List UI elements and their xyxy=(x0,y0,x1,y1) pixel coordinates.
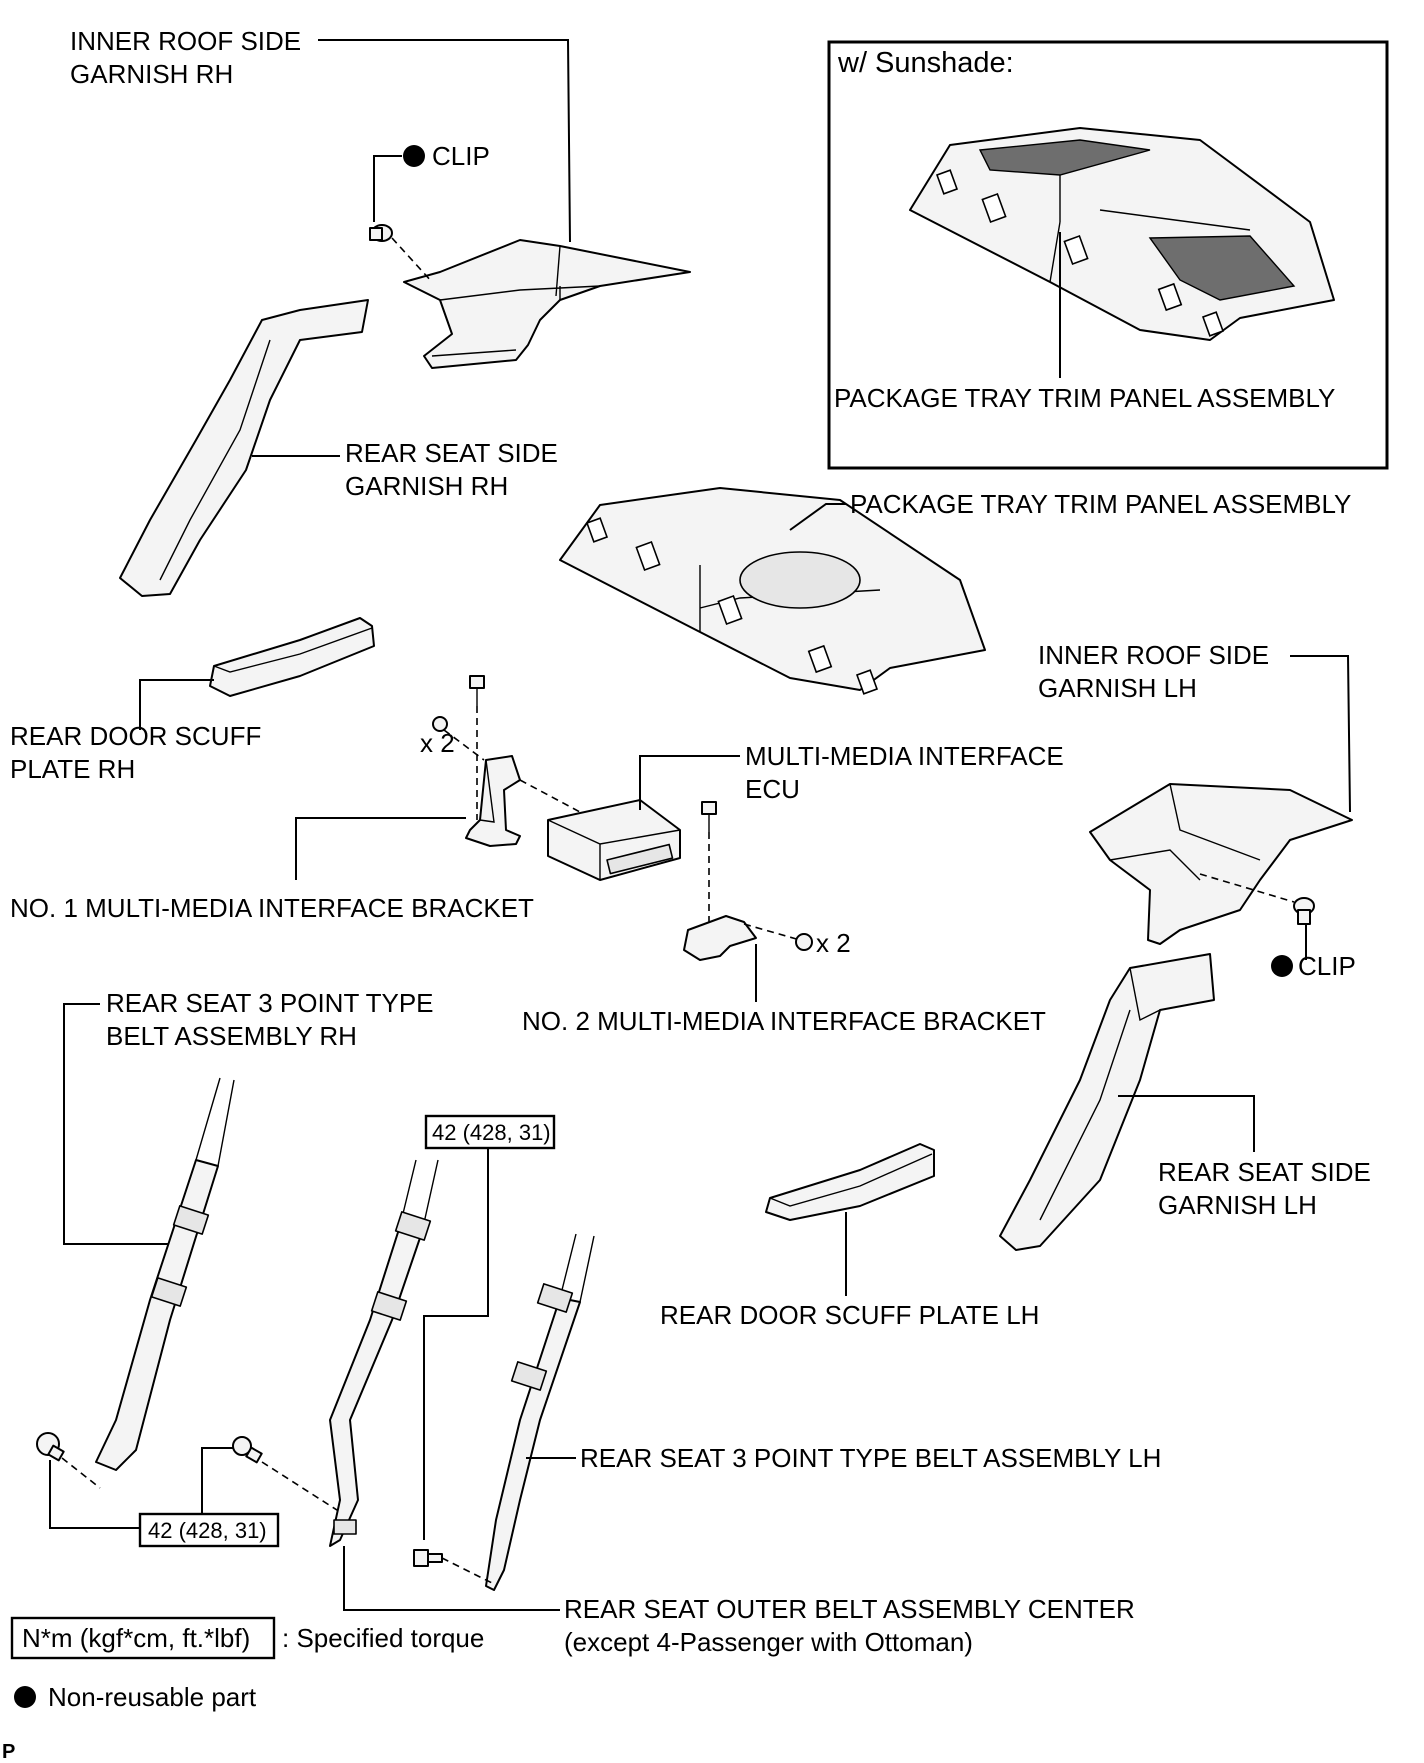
leader-scuff-rh xyxy=(139,679,214,730)
legend-torque-box xyxy=(10,1616,276,1660)
non-reusable-dot-icon xyxy=(1271,955,1293,977)
label-clip-right: CLIP xyxy=(1298,951,1356,981)
dash-bracket1-small xyxy=(443,729,485,761)
label-inner-roof-rh-2: GARNISH RH xyxy=(70,59,233,89)
label-outer-belt-1: REAR SEAT OUTER BELT ASSEMBLY CENTER xyxy=(564,1594,1135,1624)
label-ecu-2: ECU xyxy=(745,774,800,804)
torque-box-center xyxy=(424,1114,556,1150)
inner-roof-side-garnish-lh xyxy=(1089,783,1353,945)
dash-belt-rh xyxy=(61,1457,101,1489)
rear-seat-side-garnish-rh xyxy=(119,299,369,597)
no1-multimedia-bracket xyxy=(465,755,521,847)
label-bracket2: NO. 2 MULTI-MEDIA INTERFACE BRACKET xyxy=(522,1006,1046,1036)
dash-clip-top xyxy=(391,237,433,283)
leader-inner-roof-lh xyxy=(1290,655,1351,813)
label-belt-rh-2: BELT ASSEMBLY RH xyxy=(106,1021,357,1051)
leader-torque-left-up xyxy=(201,1447,236,1514)
sunshade-inset-frame xyxy=(827,40,1389,470)
label-rear-seat-side-lh-1: REAR SEAT SIDE xyxy=(1158,1157,1371,1187)
inner-roof-side-garnish-rh xyxy=(403,239,691,369)
leader-clip-top xyxy=(373,155,402,222)
bolt-icon xyxy=(36,1432,65,1462)
package-tray-main xyxy=(559,487,986,695)
leader-ecu xyxy=(639,755,740,810)
bolt-icon xyxy=(413,1549,443,1567)
label-rear-seat-side-rh-1: REAR SEAT SIDE xyxy=(345,438,558,468)
leader-bracket1 xyxy=(295,817,466,880)
label-x2-right: x 2 xyxy=(816,928,851,958)
non-reusable-dot-icon xyxy=(14,1686,36,1708)
torque-box-left xyxy=(138,1512,280,1548)
leader-inner-roof-rh xyxy=(318,39,571,243)
label-ecu-1: MULTI-MEDIA INTERFACE xyxy=(745,741,1064,771)
label-clip-top: CLIP xyxy=(432,141,490,171)
leader-outer-belt xyxy=(343,1546,560,1611)
label-scuff-rh-2: PLATE RH xyxy=(10,754,135,784)
rear-seat-side-garnish-lh xyxy=(999,953,1215,1251)
dash-bracket2-nut xyxy=(743,923,801,941)
bolt-icon xyxy=(701,801,717,832)
belt-assembly-center xyxy=(329,1159,439,1547)
label-inner-roof-lh-2: GARNISH LH xyxy=(1038,673,1197,703)
dash-outer-belt xyxy=(441,1557,495,1585)
label-inner-roof-lh-1: INNER ROOF SIDE xyxy=(1038,640,1269,670)
label-inner-roof-rh-1: INNER ROOF SIDE xyxy=(70,26,301,56)
legend-nonreusable: Non-reusable part xyxy=(48,1682,257,1712)
package-tray-inset xyxy=(909,127,1335,341)
belt-assembly-rh xyxy=(95,1077,235,1471)
label-tray-main: PACKAGE TRAY TRIM PANEL ASSEMBLY xyxy=(850,489,1351,519)
label-scuff-rh-1: REAR DOOR SCUFF xyxy=(10,721,261,751)
leader-belt-rh xyxy=(63,1003,172,1245)
label-belt-rh-1: REAR SEAT 3 POINT TYPE xyxy=(106,988,434,1018)
non-reusable-dot-icon xyxy=(403,145,425,167)
label-tray-inset: PACKAGE TRAY TRIM PANEL ASSEMBLY xyxy=(834,383,1335,413)
multimedia-interface-ecu xyxy=(547,799,681,881)
label-rear-seat-side-rh-2: GARNISH RH xyxy=(345,471,508,501)
bolt-icon xyxy=(432,716,448,732)
clip-icon xyxy=(1293,897,1315,925)
label-rear-seat-side-lh-2: GARNISH LH xyxy=(1158,1190,1317,1220)
label-belt-lh: REAR SEAT 3 POINT TYPE BELT ASSEMBLY LH xyxy=(580,1443,1161,1473)
leader-rear-seat-side-lh xyxy=(1118,1095,1255,1152)
leader-torque-left-bolt xyxy=(49,1460,140,1529)
clip-icon xyxy=(369,224,393,242)
corner-code: P xyxy=(2,1741,15,1763)
legend-unit: N*m (kgf*cm, ft.*lbf) xyxy=(22,1623,250,1653)
label-sunshade: w/ Sunshade: xyxy=(837,47,1014,79)
label-outer-belt-2: (except 4-Passenger with Ottoman) xyxy=(564,1627,973,1657)
leader-tray-main xyxy=(789,503,846,531)
dash-belt-center-bolt xyxy=(261,1461,341,1513)
belt-assembly-lh xyxy=(485,1233,595,1591)
label-scuff-lh: REAR DOOR SCUFF PLATE LH xyxy=(660,1300,1039,1330)
label-x2-left: x 2 xyxy=(420,728,455,758)
torque-left: 42 (428, 31) xyxy=(148,1518,267,1543)
label-bracket1: NO. 1 MULTI-MEDIA INTERFACE BRACKET xyxy=(10,893,534,923)
dash-clip-right xyxy=(1199,873,1295,903)
bolt-icon xyxy=(232,1436,263,1464)
bolt-icon xyxy=(795,933,813,951)
rear-door-scuff-plate-lh xyxy=(765,1143,935,1221)
no2-multimedia-bracket xyxy=(683,915,757,961)
legend-torque: : Specified torque xyxy=(282,1623,484,1653)
leader-torque-center xyxy=(423,1148,489,1540)
bolt-icon xyxy=(469,675,485,706)
dash-bracket1-ecu xyxy=(519,779,581,813)
torque-center: 42 (428, 31) xyxy=(432,1120,551,1145)
rear-door-scuff-plate-rh xyxy=(209,617,375,697)
